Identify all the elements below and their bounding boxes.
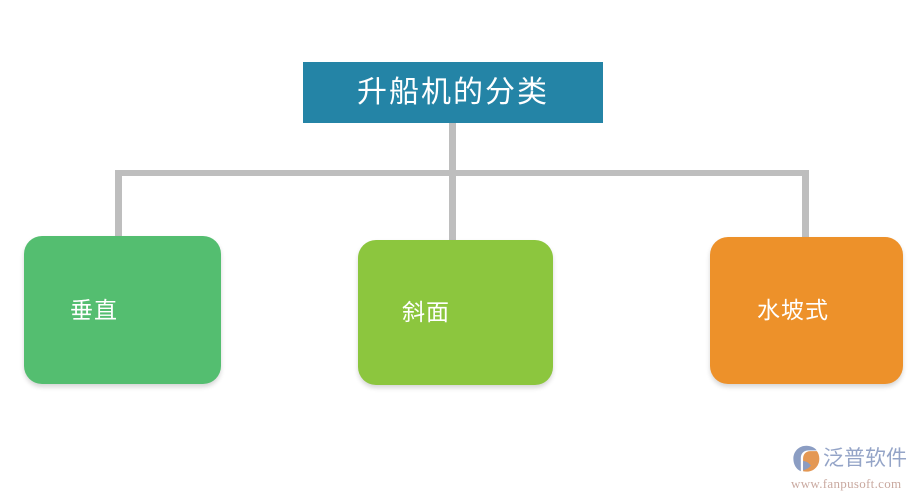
connector-horizontal-bus	[115, 170, 809, 176]
node-child-label: 斜面	[402, 299, 450, 325]
node-child-vertical[interactable]: 垂直	[24, 236, 221, 384]
connector-root-stem	[449, 123, 456, 173]
node-root-category[interactable]: 升船机的分类	[303, 62, 603, 123]
node-child-label: 垂直	[70, 296, 118, 323]
watermark-url-text: www.fanpusoft.com	[791, 476, 902, 491]
node-child-water-slope[interactable]: 水坡式	[710, 237, 903, 384]
node-root-label: 升船机的分类	[357, 75, 549, 109]
watermark-row: 泛普软件	[789, 443, 907, 474]
node-child-inclined[interactable]: 斜面	[358, 240, 553, 385]
node-child-label: 水坡式	[757, 297, 829, 323]
connector-drop-to-child-2	[802, 170, 809, 240]
watermark: 泛普软件 www.fanpusoft.com	[789, 443, 907, 490]
connector-drop-to-child-1	[449, 170, 456, 242]
connector-drop-to-child-0	[115, 170, 122, 238]
fanpu-logo-icon	[793, 445, 820, 472]
watermark-brand-text: 泛普软件	[823, 447, 907, 470]
